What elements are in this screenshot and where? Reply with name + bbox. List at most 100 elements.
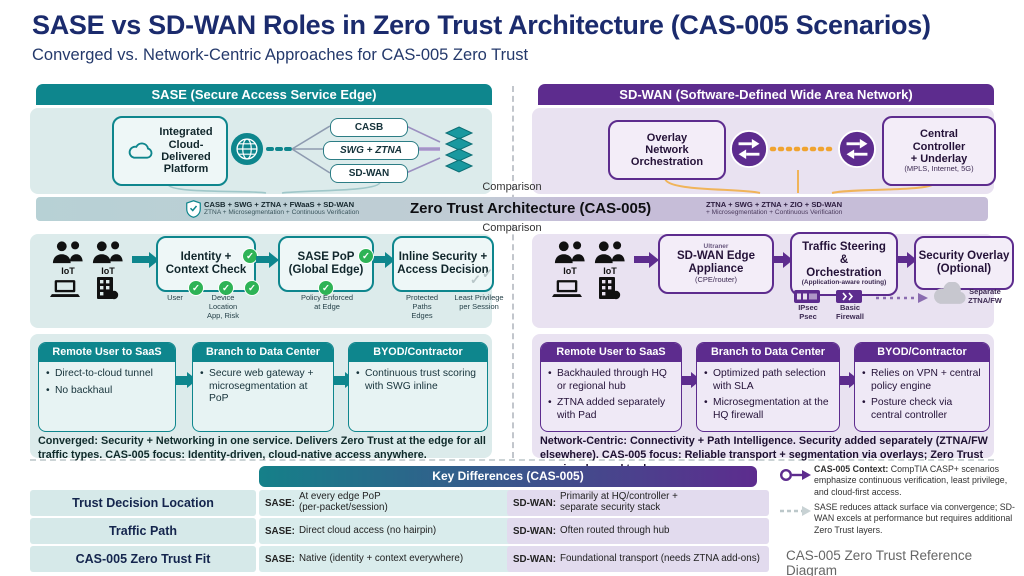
legend-item-context: CAS-005 Context: CompTIA CASP+ scenarios… (814, 464, 1014, 498)
sase-panel-header: SASE (Secure Access Service Edge) (36, 84, 492, 105)
flow-arrow (634, 251, 659, 268)
scenario-bullet: Optimized path selection with SLA (704, 368, 835, 393)
sase-service-swg-ztna: SWG + ZTNA (323, 141, 419, 160)
scenario-title: Branch to Data Center (697, 343, 839, 362)
sase-prefix: SASE: (265, 553, 295, 565)
sase-scenario-remote: Remote User to SaaS Direct-to-cloud tunn… (38, 342, 176, 432)
page-subtitle: Converged vs. Network-Centric Approaches… (32, 46, 529, 64)
sdwan-prefix: SD-WAN: (513, 497, 556, 509)
sase-platform-label: Integrated Cloud- Delivered Platform (159, 126, 213, 176)
iot-label: IoT (563, 266, 577, 276)
sdwan-step-edge-label: SD-WAN Edge Appliance (677, 250, 755, 276)
sdwan-step-edge-toplabel: Ultraner (703, 242, 729, 250)
kd-sase-value: Native (identity + context everywhere) (298, 552, 464, 564)
scenario-bullet: Microsegmentation at the HQ firewall (704, 397, 835, 422)
kd-sdwan-cell: SD-WAN: Foundational transport (needs ZT… (507, 546, 769, 572)
firewall-label: Basic Firewall (836, 303, 864, 321)
kd-sase-cell: SASE: Direct cloud access (no hairpin) (259, 518, 515, 544)
scenario-arrow (682, 371, 701, 388)
sdwan-step-steering: Traffic Steering & Orchestration (Applic… (790, 232, 898, 296)
users-icon (92, 240, 124, 265)
building-icon (94, 276, 120, 300)
scenario-title: BYOD/Contractor (349, 343, 487, 362)
scenario-bullet: Secure web gateway + microsegmentation a… (200, 368, 329, 406)
separate-ztna-label: Separate ZTNA/FW (968, 287, 1002, 305)
iot-label: IoT (61, 266, 75, 276)
sdwan-overlay-box: Overlay Network Orchestration (608, 120, 726, 180)
vpn-badge-icon (794, 290, 820, 303)
sdwan-controller-box: Central Controller + Underlay (MPLS, Int… (882, 116, 996, 186)
flow-arrow (374, 251, 395, 268)
sdwan-controller-label: Central Controller + Underlay (910, 128, 968, 166)
kd-sdwan-value: Primarily at HQ/controller + separate se… (560, 491, 678, 513)
shield-icon (186, 200, 201, 218)
sase-step-inline: Inline Security + Access Decision (392, 236, 494, 292)
kd-row-label: CAS-005 Zero Trust Fit (30, 546, 256, 572)
sase-platform-box: Integrated Cloud- Delivered Platform (112, 116, 228, 186)
sase-footer: Converged: Security + Networking in one … (38, 435, 486, 462)
check-icon: ✓ (318, 280, 334, 296)
context-arrow-icon (780, 469, 811, 481)
sase-prefix: SASE: (265, 525, 295, 537)
scenario-bullet: Backhauled through HQ or regional hub (548, 368, 677, 393)
scenario-arrow (840, 371, 859, 388)
kd-sase-value: Direct cloud access (no hairpin) (298, 524, 437, 536)
page-title: SASE vs SD-WAN Roles in Zero Trust Archi… (32, 10, 931, 40)
sase-band-line1: CASB + SWG + ZTNA + FWaaS + SD-WAN (204, 200, 355, 209)
users-icon (594, 240, 626, 265)
legend-context-text: CompTIA CASP+ scenarios emphasize contin… (814, 464, 1008, 497)
sdwan-step-overlay: Security Overlay (Optional) (914, 236, 1014, 290)
sase-step-inline-label: Inline Security + Access Decision (397, 251, 489, 276)
users-icon (52, 240, 84, 265)
sdwan-scenario-panel: Remote User to SaaS Backhauled through H… (532, 334, 994, 475)
sase-service-casb: CASB (330, 118, 408, 137)
sdwan-panel-header: SD-WAN (Software-Defined Wide Area Netwo… (538, 84, 994, 105)
router-icon (838, 130, 876, 168)
cloud-icon (127, 142, 155, 161)
building-icon (596, 276, 622, 300)
sase-flow-panel: IoT IoT Identity + Context Check ✓ ✓ ✓ ✓… (30, 234, 504, 328)
kd-row-label: Traffic Path (30, 518, 256, 544)
scenario-title: Remote User to SaaS (541, 343, 681, 362)
sdwan-step-overlay-label: Security Overlay (Optional) (918, 250, 1010, 275)
sase-scenario-branch: Branch to Data Center Secure web gateway… (192, 342, 334, 432)
sase-note-device: Device Location App, Risk (206, 293, 240, 320)
sdwan-flow-panel: IoT IoT Ultraner SD-WAN Edge Appliance (… (532, 232, 1014, 328)
sase-note-paths: Protected Paths Edges (405, 293, 439, 320)
scenario-bullet: Relies on VPN + central policy engine (862, 368, 985, 393)
section-divider (30, 459, 994, 461)
diagram-caption: CAS-005 Zero Trust Reference Diagram (786, 548, 973, 576)
sase-note-policy: Policy Enforced at Edge (300, 293, 354, 311)
comparison-label-top: Comparison (482, 181, 542, 193)
scenario-bullet: ZTNA added separately with Pad (548, 397, 677, 422)
scenario-title: Branch to Data Center (193, 343, 333, 362)
stack-icon (442, 118, 476, 182)
sdwan-overlay-label: Overlay Network Orchestration (630, 131, 704, 169)
scenario-bullet: Direct-to-cloud tunnel (46, 368, 171, 381)
check-icon: ✓ (218, 280, 234, 296)
ipsec-label: IPsec Psec (798, 303, 818, 321)
dashed-arrow-icon (780, 506, 811, 516)
sdwan-scenario-remote: Remote User to SaaS Backhauled through H… (540, 342, 682, 432)
globe-icon (230, 132, 264, 166)
scenario-arrow (334, 371, 355, 388)
flow-arrow (774, 251, 793, 268)
comparison-label-bottom: Comparison (482, 222, 542, 234)
kd-sdwan-cell: SD-WAN: Often routed through hub (507, 518, 769, 544)
kd-sdwan-value: Often routed through hub (560, 524, 670, 536)
flow-arrow (132, 251, 159, 268)
sase-scenario-panel: Remote User to SaaS Direct-to-cloud tunn… (30, 334, 492, 461)
iot-label: IoT (101, 266, 115, 276)
kd-sase-cell: SASE: Native (identity + context everywh… (259, 546, 515, 572)
sdwan-step-steering-label: Traffic Steering & Orchestration (802, 241, 886, 280)
kd-row-label: Trust Decision Location (30, 490, 256, 516)
router-icon (730, 130, 768, 168)
sase-note-user: User (167, 293, 183, 302)
scenario-arrow (176, 371, 197, 388)
sdwan-step-edge: Ultraner SD-WAN Edge Appliance (CPE/rout… (658, 234, 774, 294)
sdwan-band-line1: ZTNA + SWG + ZTNA + ZIO + SD-WAN (706, 200, 843, 209)
firewall-badge-icon (836, 290, 862, 303)
kd-sase-cell: SASE: At every edge PoP (per-packet/sess… (259, 490, 515, 516)
flow-arrow (898, 251, 917, 268)
